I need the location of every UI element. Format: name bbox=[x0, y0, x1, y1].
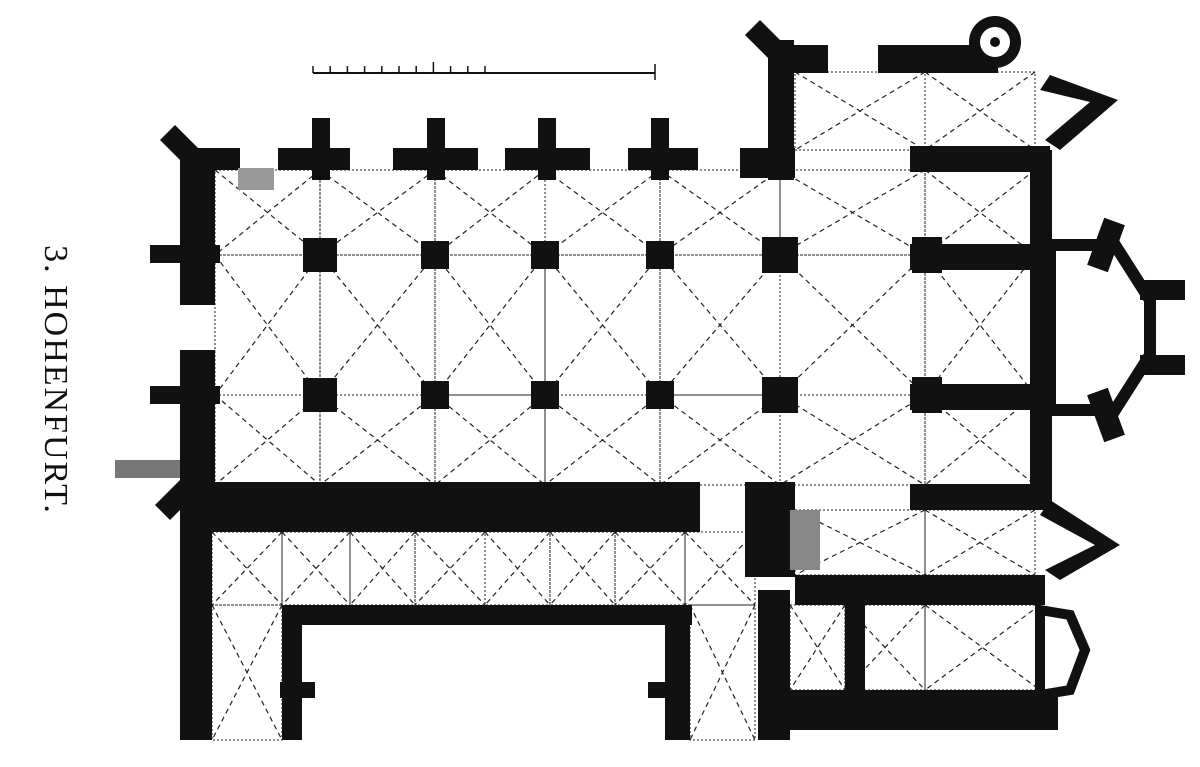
pier bbox=[303, 238, 337, 272]
west-wall-north bbox=[180, 150, 215, 305]
pier bbox=[303, 378, 337, 412]
crossing-pier bbox=[762, 237, 798, 273]
pier bbox=[421, 241, 449, 269]
pier bbox=[646, 381, 674, 409]
pier bbox=[646, 241, 674, 269]
walls bbox=[115, 16, 1185, 740]
scale-bar bbox=[312, 62, 656, 80]
pier bbox=[531, 241, 559, 269]
pier bbox=[421, 381, 449, 409]
crossing-pier bbox=[762, 377, 798, 413]
cloister-west-wall bbox=[180, 510, 212, 740]
pier bbox=[531, 381, 559, 409]
